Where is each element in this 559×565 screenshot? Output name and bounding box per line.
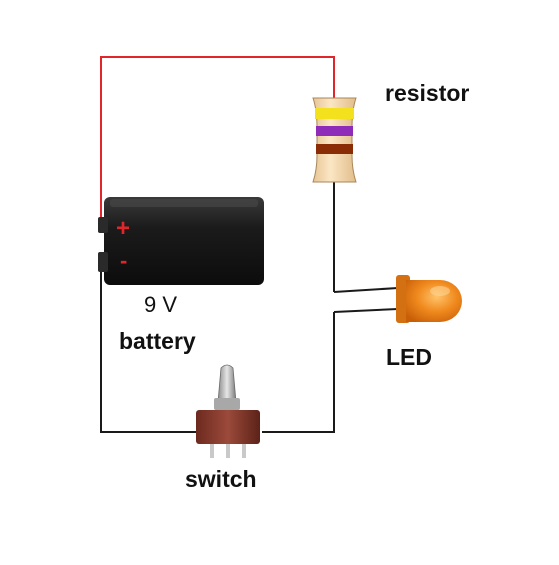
led-to-switch-wire [262,312,335,433]
switch-body [196,410,260,444]
battery-to-switch-wire [100,268,196,433]
battery-terminal-negative [98,252,108,272]
switch-pin-1 [210,444,214,458]
resistor-label: resistor [385,80,470,106]
led [396,275,462,323]
battery-terminal-positive [98,217,108,233]
battery-label: battery [119,328,196,354]
switch-collar [214,398,240,410]
led-upper-lead [333,287,399,293]
battery: + - [98,197,264,285]
voltage-label: 9 V [144,292,178,317]
battery-body [104,197,264,285]
resistor-band-yellow [315,108,354,119]
led-label: LED [386,344,432,370]
switch-pin-3 [242,444,246,458]
switch-pin-2 [226,444,230,458]
resistor-band-purple [316,126,353,136]
switch-lever [217,364,237,403]
led-lower-lead [333,308,399,313]
positive-terminal-symbol: + [116,215,130,242]
resistor [312,97,357,183]
battery-top-ridge [110,199,258,207]
switch-label: switch [185,466,257,492]
negative-terminal-symbol: - [120,248,127,273]
toggle-switch[interactable] [196,364,260,458]
resistor-band-brown [316,144,353,154]
led-dome [406,280,462,322]
positive-wire [100,56,335,222]
led-highlight [430,286,450,296]
